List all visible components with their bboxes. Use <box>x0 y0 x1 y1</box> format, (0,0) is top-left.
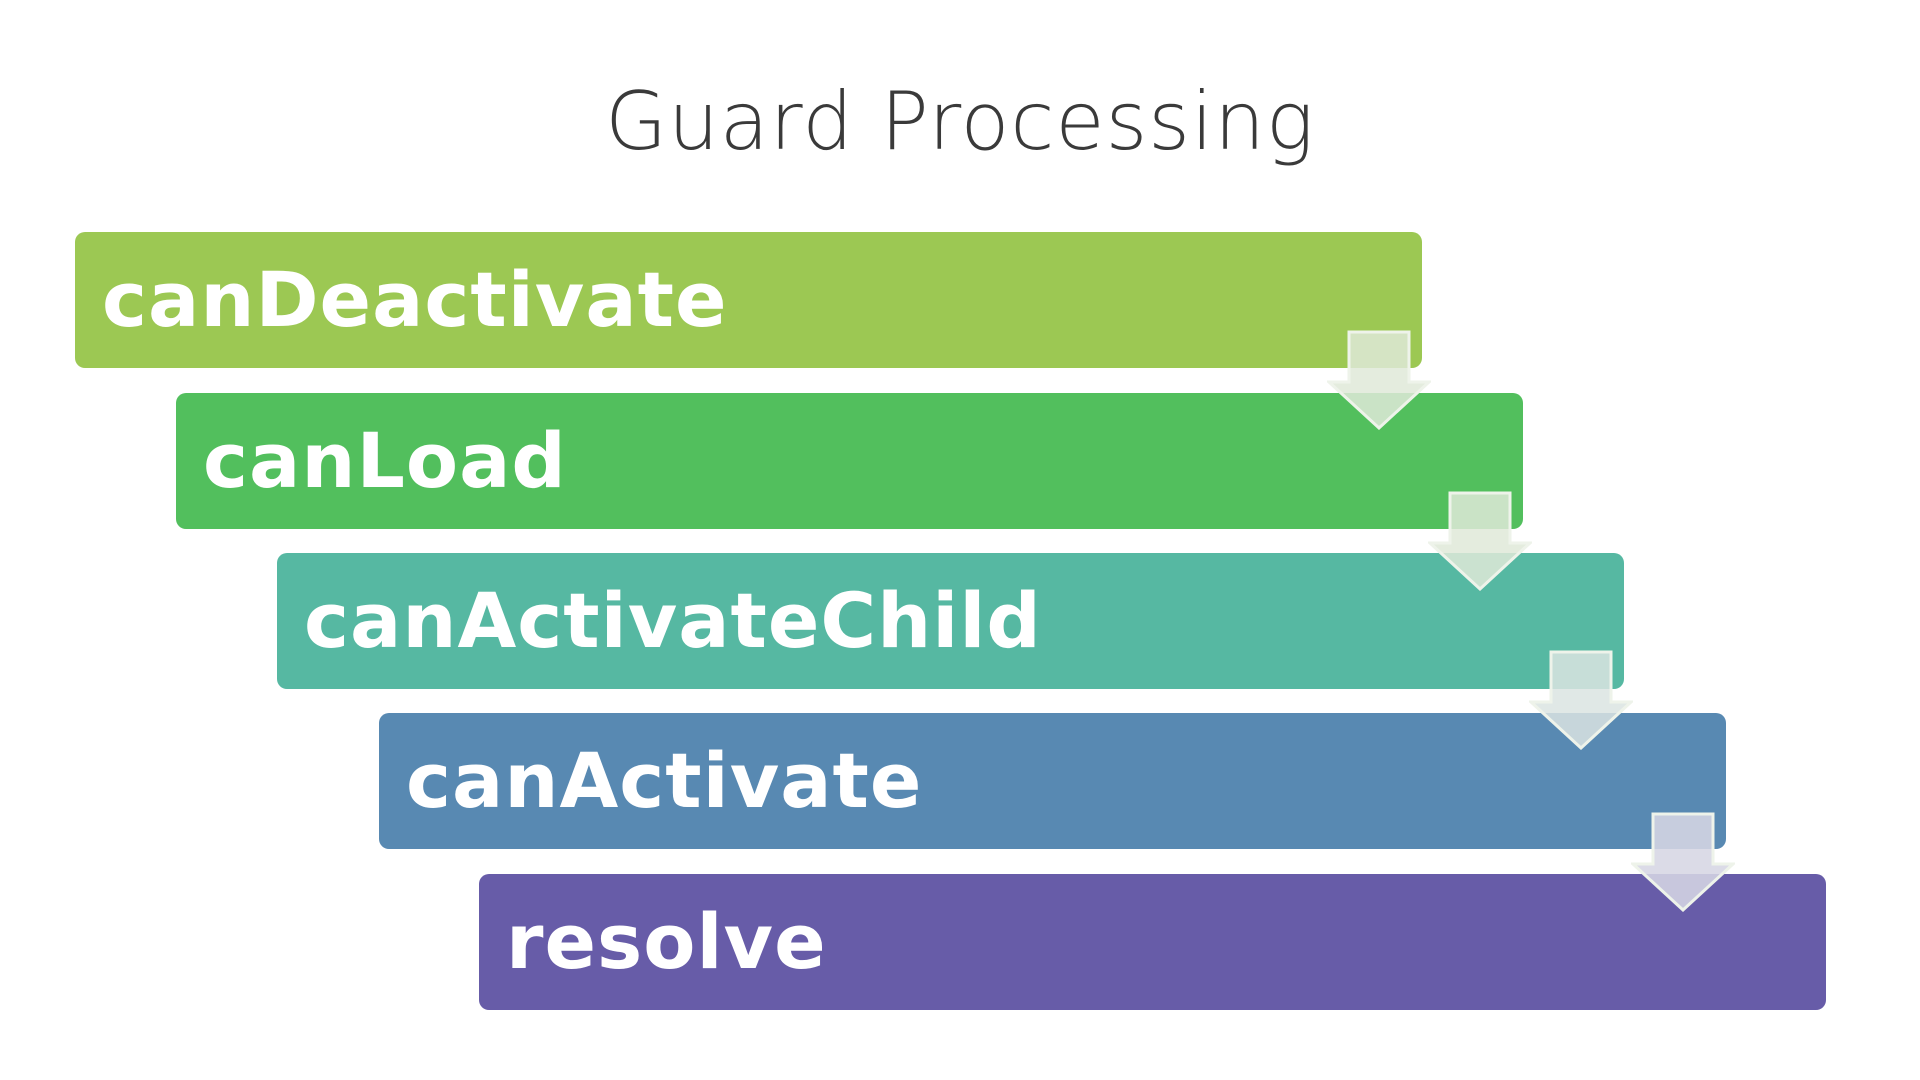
step-canload: canLoad <box>176 393 1523 529</box>
down-arrow-icon <box>1327 330 1431 430</box>
step-label: canLoad <box>203 416 567 505</box>
step-label: canActivate <box>406 736 923 825</box>
down-arrow-icon <box>1631 812 1735 912</box>
step-label: canActivateChild <box>304 576 1042 665</box>
diagram-title: Guard Processing <box>605 75 1315 168</box>
step-resolve: resolve <box>479 874 1826 1010</box>
down-arrow-icon <box>1428 491 1532 591</box>
step-label: canDeactivate <box>102 255 728 344</box>
step-label: resolve <box>506 897 827 986</box>
step-canactivatechild: canActivateChild <box>277 553 1624 689</box>
step-candeactivate: canDeactivate <box>75 232 1422 368</box>
step-canactivate: canActivate <box>379 713 1726 849</box>
down-arrow-icon <box>1529 650 1633 750</box>
